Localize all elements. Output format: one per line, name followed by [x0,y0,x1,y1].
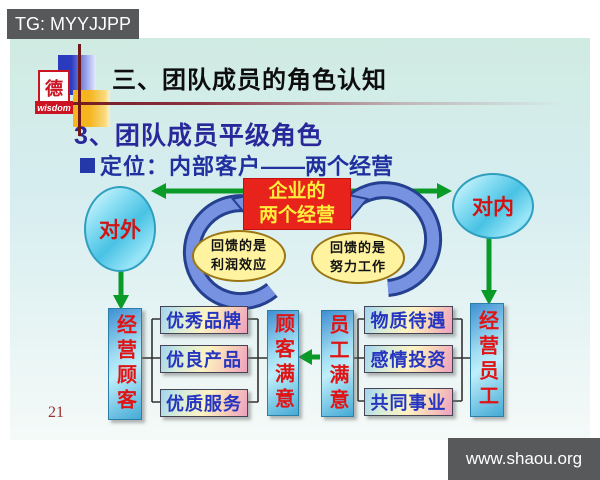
arrow-down-right-icon [481,234,497,305]
bullet-square-icon [80,157,95,173]
logo-wisdom-label: wisdom [35,101,73,114]
box-employee-satisfaction: 员工满意 [321,310,354,417]
circle-external: 对外 [84,186,156,272]
page-number: 21 [48,404,64,421]
arrow-mid-left-icon [298,349,320,365]
header-rule-vertical [78,44,81,136]
box-brand: 优秀品牌 [160,306,248,334]
logo-caption: wisdom [37,102,71,113]
box-customer-satisfaction: 顾客满意 [267,310,299,416]
cycle-label-profit: 回馈的是 利润效应 [192,230,286,282]
watermark-badge: TG: MYYJJPP [7,9,139,39]
box-common-cause: 共同事业 [364,388,453,416]
box-material-treatment: 物质待遇 [364,306,453,334]
positioning-bullet: 定位：内部客户 ——两个经营 [80,149,393,181]
box-service: 优质服务 [160,389,248,417]
box-product: 优良产品 [160,345,248,373]
logo-de-icon: 德 [38,70,70,105]
cycle-label-effort-line2: 努力工作 [329,259,386,274]
circle-internal-label: 对内 [472,196,514,219]
center-box-line1: 企业的 [268,181,326,203]
cycle-label-profit-line1: 回馈的是 [210,238,267,254]
slide-subtitle: 3、团队成员平级角色 [74,122,323,150]
header-rule-horizontal [36,102,562,105]
box-manage-customers: 经营顾客 [108,308,142,420]
watermark-label: TG: MYYJJPP [14,13,131,34]
bullet-suffix: ——两个经营 [261,154,394,179]
connector-lines [140,318,470,403]
box-manage-employees: 经营员工 [470,303,504,417]
cycle-label-effort: 回馈的是 努力工作 [311,232,405,284]
cycle-label-effort-line1: 回馈的是 [329,240,386,256]
circle-internal: 对内 [452,173,534,239]
box-emotional-investment: 感情投资 [364,345,453,373]
circle-external-label: 对外 [99,219,141,242]
center-box-two-operations: 企业的 两个经营 [243,178,351,230]
slide-title: 三、团队成员的角色认知 [112,67,387,94]
logo-glyph: 德 [45,78,63,99]
bullet-text: 定位：内部客户 [100,154,262,179]
center-box-line2: 两个经营 [258,205,335,226]
arrow-left-icon [151,183,245,199]
cycle-label-profit-line2: 利润效应 [210,257,267,272]
website-label: www.shaou.org [465,449,583,468]
website-badge: www.shaou.org [448,438,600,480]
